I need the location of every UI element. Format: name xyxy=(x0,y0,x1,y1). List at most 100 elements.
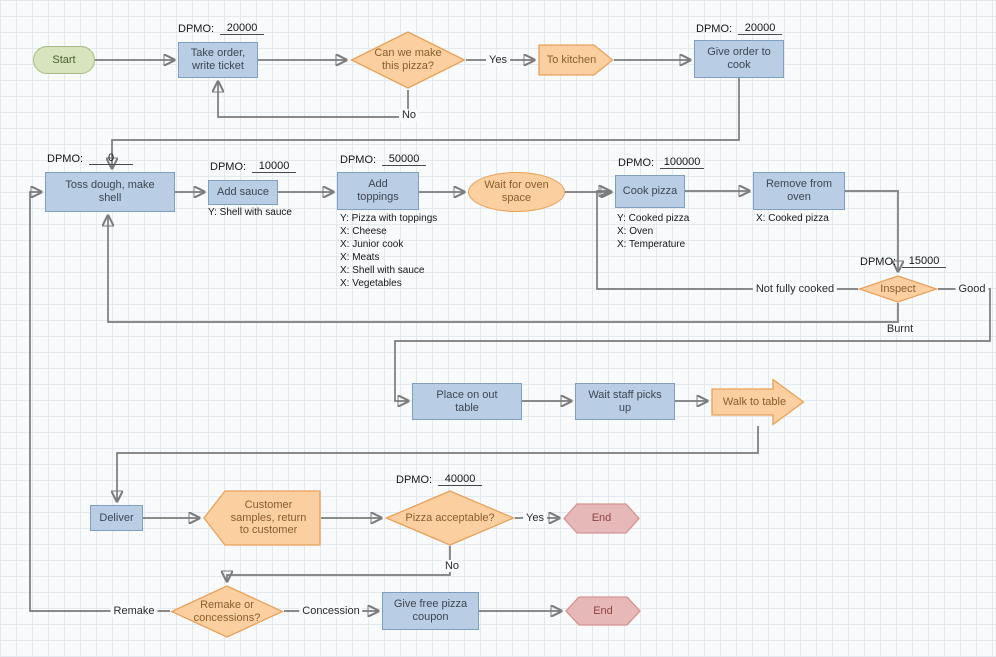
connector-inspect-not-fully-cooked-to-cook-pizza[interactable] xyxy=(596,191,858,290)
diamond-shape xyxy=(350,31,466,89)
process-free-coupon[interactable]: Give free pizza coupon xyxy=(382,592,479,630)
edge-label-remake: Remake xyxy=(110,605,158,617)
decision-inspect-label: Inspect xyxy=(880,282,916,295)
arrow-to-kitchen-label: To kitchen xyxy=(546,53,597,66)
right-arrow-shape xyxy=(538,44,614,76)
dpmo-value: 20000 xyxy=(738,22,783,35)
wait-oven-space-node[interactable]: Wait for oven space xyxy=(468,172,565,212)
process-free-coupon-label: Give free pizza coupon xyxy=(393,598,468,623)
connector-give-order-to-toss-dough[interactable] xyxy=(112,78,740,167)
dpmo-give-order: DPMO: 20000 xyxy=(696,22,783,35)
end-top-label: End xyxy=(591,512,612,525)
note-line: Y: Shell with sauce xyxy=(208,207,292,218)
note-line: X: Shell with sauce xyxy=(340,265,425,276)
connector-walk-table-to-deliver[interactable] xyxy=(117,426,759,500)
dpmo-prefix: DPMO: xyxy=(396,474,433,486)
note-line: Y: Cooked pizza xyxy=(617,213,690,224)
decision-can-make-pizza-label: Can we make this pizza? xyxy=(374,47,442,72)
edge-label-not-fully-cooked: Not fully cooked xyxy=(752,283,838,295)
dpmo-inspect: DPMO: 15000 xyxy=(860,255,947,268)
dpmo-value: 15000 xyxy=(902,255,947,268)
dpmo-prefix: DPMO: xyxy=(178,23,215,35)
note-line: X: Temperature xyxy=(617,239,686,250)
process-cook-pizza-label: Cook pizza xyxy=(622,185,678,198)
edge-label-burnt: Burnt xyxy=(883,323,917,335)
process-take-order[interactable]: Take order, write ticket xyxy=(178,42,258,78)
edge-label-no-bottom: No xyxy=(441,560,463,572)
customer-samples-label: Customer samples, return to customer xyxy=(230,498,307,537)
process-toss-dough[interactable]: Toss dough, make shell xyxy=(45,172,175,212)
dpmo-value: 100000 xyxy=(660,156,705,169)
process-add-sauce[interactable]: Add sauce xyxy=(208,180,278,205)
process-add-toppings[interactable]: Add toppings xyxy=(337,172,419,210)
process-add-sauce-label: Add sauce xyxy=(217,186,269,199)
diamond-shape xyxy=(858,275,938,303)
process-place-out-table[interactable]: Place on out table xyxy=(412,383,522,420)
dpmo-prefix: DPMO: xyxy=(618,157,655,169)
arrow-to-kitchen[interactable]: To kitchen xyxy=(538,44,614,76)
decision-inspect[interactable]: Inspect xyxy=(858,275,938,303)
dpmo-toss-dough: DPMO: 0 xyxy=(47,152,134,165)
edge-label-yes-bottom: Yes xyxy=(523,512,547,524)
block-arrow-shape xyxy=(711,378,805,426)
dpmo-prefix: DPMO: xyxy=(860,256,897,268)
hexagon-shape xyxy=(565,596,641,626)
connector-acceptable-no-to-remake[interactable] xyxy=(227,546,451,580)
connector-can-make-no-to-take-order[interactable] xyxy=(218,83,409,118)
decision-remake-or-concessions[interactable]: Remake or concessions? xyxy=(170,585,284,638)
start-node[interactable]: Start xyxy=(33,46,95,74)
diamond-shape xyxy=(170,585,284,638)
decision-remake-label: Remake or concessions? xyxy=(193,598,261,624)
process-remove-oven[interactable]: Remove from oven xyxy=(753,172,845,210)
pentagon-shape xyxy=(203,490,321,546)
edge-label-no-top: No xyxy=(398,109,420,121)
dpmo-add-sauce: DPMO: 10000 xyxy=(210,160,297,173)
dpmo-pizza-acceptable: DPMO: 40000 xyxy=(396,473,483,486)
process-remove-oven-label: Remove from oven xyxy=(765,178,833,203)
notes-add-sauce: Y: Shell with sauce xyxy=(208,206,292,219)
arrow-walk-to-table[interactable]: Walk to table xyxy=(711,378,805,426)
notes-add-toppings: Y: Pizza with toppings X: Cheese X: Juni… xyxy=(340,212,437,290)
dpmo-prefix: DPMO: xyxy=(210,161,247,173)
dpmo-take-order: DPMO: 20000 xyxy=(178,22,265,35)
end-node-bottom[interactable]: End xyxy=(565,596,641,626)
dpmo-prefix: DPMO: xyxy=(340,154,377,166)
dpmo-value: 20000 xyxy=(220,22,265,35)
connector-remove-oven-to-inspect[interactable] xyxy=(845,190,898,270)
customer-samples-node[interactable]: Customer samples, return to customer xyxy=(203,490,321,546)
hexagon-shape xyxy=(563,503,640,534)
process-toss-dough-label: Toss dough, make shell xyxy=(65,179,155,204)
process-wait-staff-label: Wait staff picks up xyxy=(588,388,662,414)
dpmo-value: 0 xyxy=(89,152,134,165)
process-wait-staff[interactable]: Wait staff picks up xyxy=(575,383,675,420)
decision-can-make-pizza[interactable]: Can we make this pizza? xyxy=(350,31,466,89)
note-line: X: Junior cook xyxy=(340,239,404,250)
connector-remake-to-toss-dough[interactable] xyxy=(29,192,170,612)
dpmo-value: 50000 xyxy=(382,153,427,166)
edge-label-good: Good xyxy=(955,283,989,295)
edge-label-concession: Concession xyxy=(299,605,363,617)
note-line: X: Meats xyxy=(340,252,380,263)
note-line: X: Cooked pizza xyxy=(756,213,829,224)
notes-cook-pizza: Y: Cooked pizza X: Oven X: Temperature xyxy=(617,212,689,251)
process-deliver-label: Deliver xyxy=(99,511,134,524)
dpmo-cook-pizza: DPMO: 100000 xyxy=(618,156,705,169)
note-line: Y: Pizza with toppings xyxy=(340,213,438,224)
process-take-order-label: Take order, write ticket xyxy=(190,47,246,72)
process-give-order-label: Give order to cook xyxy=(707,46,771,71)
process-cook-pizza[interactable]: Cook pizza xyxy=(615,175,685,208)
note-line: X: Vegetables xyxy=(340,278,402,289)
process-give-order[interactable]: Give order to cook xyxy=(694,40,784,78)
end-node-top[interactable]: End xyxy=(563,503,640,534)
decision-pizza-acceptable-label: Pizza acceptable? xyxy=(405,511,495,524)
dpmo-value: 10000 xyxy=(252,160,297,173)
process-deliver[interactable]: Deliver xyxy=(90,505,143,531)
process-add-toppings-label: Add toppings xyxy=(357,178,399,203)
connector-inspect-burnt-to-toss-dough[interactable] xyxy=(108,217,899,323)
decision-pizza-acceptable[interactable]: Pizza acceptable? xyxy=(385,490,515,546)
edge-label-yes-top: Yes xyxy=(486,54,510,66)
start-label: Start xyxy=(52,53,76,66)
dpmo-add-toppings: DPMO: 50000 xyxy=(340,153,427,166)
